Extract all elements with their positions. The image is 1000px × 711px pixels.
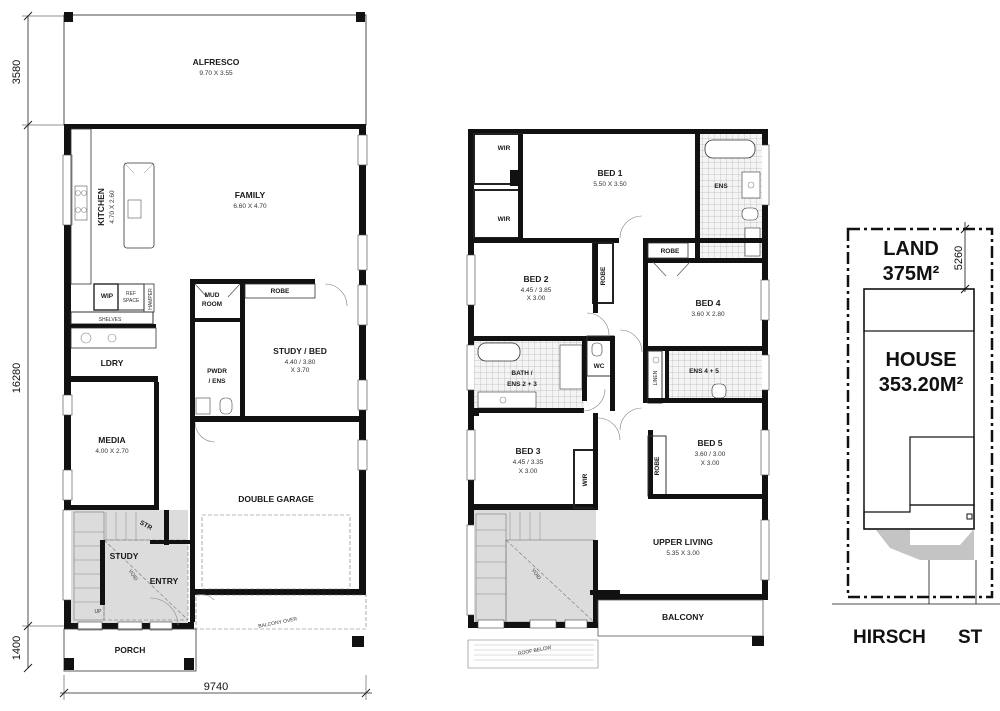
bed1-label: BED 1 [597, 168, 622, 178]
entry-label: ENTRY [150, 576, 179, 586]
alfresco-depth-dim: 3580 [11, 60, 23, 84]
bed3-dims: 4.45 / 3.35 [513, 459, 544, 466]
house-width-dim: 9740 [204, 681, 228, 693]
alfresco-label: ALFRESCO [193, 57, 240, 67]
bed2-dims: 4.45 / 3.85 [521, 287, 552, 294]
hamper-label: HAMPER [148, 288, 154, 310]
house-area: 353.20M² [879, 374, 964, 396]
kitchen-label: KITCHEN [96, 188, 106, 226]
street-name: HIRSCH [853, 627, 926, 648]
mud-room-label-2: ROOM [202, 301, 222, 308]
bed3-label: BED 3 [515, 446, 540, 456]
study-label: STUDY [110, 551, 139, 561]
robe-bed5-label: ROBE [654, 456, 661, 475]
up-label: UP [95, 609, 103, 615]
bed2-label: BED 2 [523, 274, 548, 284]
robe-top-label: ROBE [661, 248, 680, 255]
wir-top-label: WIR [498, 145, 511, 152]
bath-label-2: ENS 2 + 3 [507, 381, 537, 388]
media-dims: 4.00 X 2.70 [95, 448, 129, 455]
ens-label: ENS [714, 183, 728, 190]
powder-label-2: / ENS [209, 378, 227, 385]
upper-living-dims: 5.35 X 3.00 [666, 550, 700, 557]
bed5-dims: 3.60 / 3.00 [695, 451, 726, 458]
land-label: LAND [883, 238, 939, 260]
balcony-over-label: BALCONY OVER [258, 616, 298, 629]
upper-living-label: UPPER LIVING [653, 537, 713, 547]
wir-bed3-label: WIR [582, 473, 589, 486]
linen-label: LINEN [653, 370, 659, 385]
alfresco-dims: 9.70 X 3.55 [199, 70, 233, 77]
house-label: HOUSE [885, 349, 956, 371]
bed5-label: BED 5 [697, 438, 722, 448]
mud-room-label: MUD [205, 292, 220, 299]
bath-label: BATH / [511, 370, 532, 377]
wip-label: WIP [101, 293, 114, 300]
site-plan [832, 222, 1000, 605]
ref-space-label-2: SPACE [123, 298, 140, 304]
dimension-lines [22, 11, 372, 700]
ens45-label: ENS 4 + 5 [689, 368, 719, 375]
laundry-label: LDRY [101, 358, 124, 368]
wir-mid-label: WIR [498, 216, 511, 223]
porch-depth-dim: 1400 [11, 636, 23, 660]
ground-floor-plan [62, 12, 368, 672]
kitchen-dims: 4.70 X 2.60 [109, 190, 116, 224]
house-depth-dim: 16280 [11, 363, 23, 394]
robe-label: ROBE [271, 288, 290, 295]
porch-label: PORCH [115, 645, 146, 655]
bed4-label: BED 4 [695, 298, 720, 308]
study-bed-dims: 4.40 / 3.80 [285, 359, 316, 366]
wc-label: WC [594, 363, 605, 370]
upper-floor-plan [466, 129, 770, 669]
balcony-label: BALCONY [662, 612, 704, 622]
family-label: FAMILY [235, 190, 266, 200]
family-dims: 6.60 X 4.70 [233, 203, 267, 210]
media-label: MEDIA [98, 435, 125, 445]
bed5-dims-2: X 3.00 [701, 460, 720, 467]
bed1-dims: 5.50 X 3.50 [593, 181, 627, 188]
bed2-dims-2: X 3.00 [527, 295, 546, 302]
setback-dim: 5260 [953, 246, 965, 270]
study-bed-label: STUDY / BED [273, 346, 327, 356]
roof-below-label: ROOF BELOW [518, 645, 553, 657]
bed4-dims: 3.60 X 2.80 [691, 311, 725, 318]
bed3-dims-2: X 3.00 [519, 468, 538, 475]
ref-space-label: REF [126, 291, 136, 297]
powder-label: PWDR [207, 368, 227, 375]
land-area: 375M² [883, 263, 940, 285]
shelves-label: SHELVES [99, 317, 122, 323]
garage-label: DOUBLE GARAGE [238, 494, 314, 504]
study-bed-dims-2: X 3.70 [291, 367, 310, 374]
robe-bed2-label: ROBE [600, 266, 607, 285]
street-suffix: ST [958, 627, 983, 648]
